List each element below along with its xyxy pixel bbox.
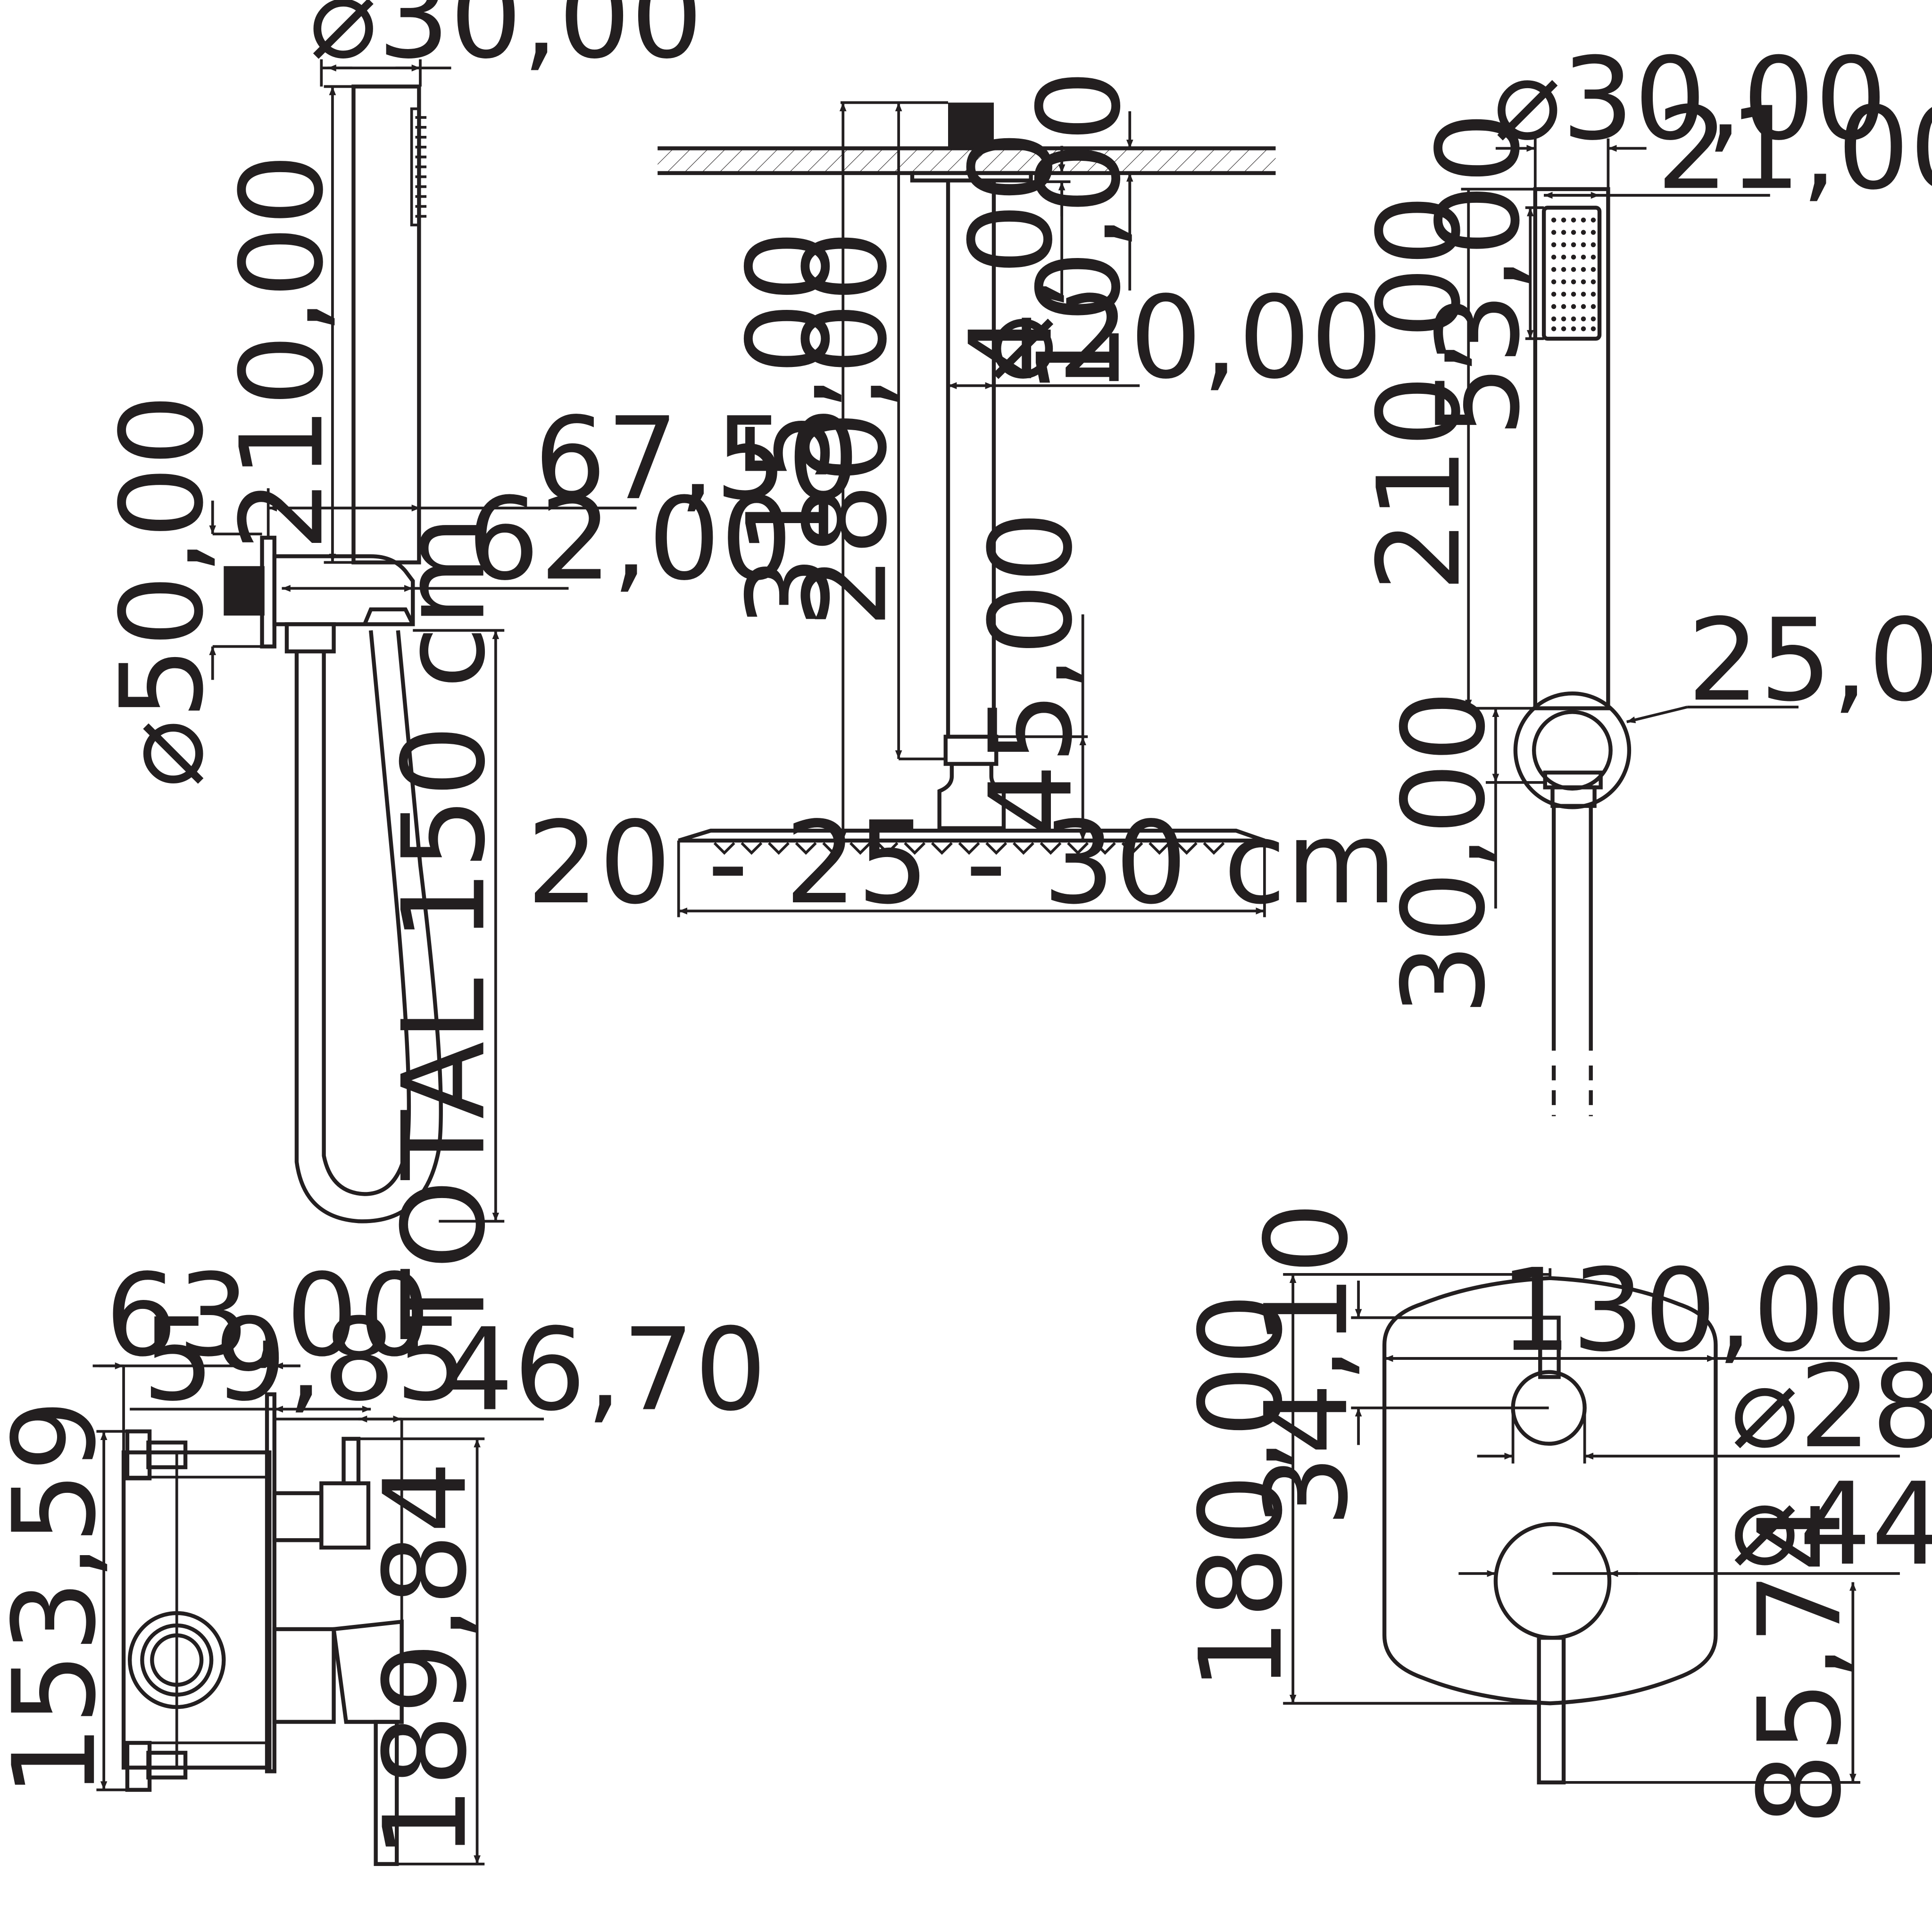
main-knob-front [1493, 1522, 1612, 1640]
mount-screw-top [125, 1429, 152, 1481]
lever-body [331, 1619, 404, 1724]
diameter-symbol-2: ⌀ [96, 719, 228, 788]
mixer-front-view: 180,00 130,00 34,10 ⌀28,00 ⌀44,50 85,74 [1175, 1202, 1932, 1825]
lever-cartridge [272, 1627, 336, 1724]
diverter-handle [341, 1437, 361, 1485]
hose-outer [294, 630, 443, 1224]
hose-nut [284, 622, 336, 654]
mixer-depth-total-label: 63,00 [105, 1249, 431, 1382]
diameter-symbol-4: ⌀ [1493, 33, 1562, 166]
ceiling-hatch [658, 148, 1276, 173]
hose-inner [322, 630, 411, 1196]
arm-connector [943, 734, 999, 766]
mount-bracket-top [146, 1441, 188, 1469]
nozzle-ticks [415, 116, 427, 218]
handshower-handle [351, 84, 421, 565]
mixer-inlet-inner [150, 1633, 204, 1687]
svg-text:⌀44,50: ⌀44,50 [1731, 1458, 1932, 1591]
head-width-label: 21,00 [1657, 82, 1932, 215]
handshower-depth-outlet-label: 62,00 [467, 473, 793, 605]
nozzle-grid [1551, 217, 1596, 332]
diameter-symbol-3: ⌀ [989, 271, 1057, 404]
head-connector-label: 45,00 [965, 511, 1097, 836]
diverter-diameter-label: 28,00 [1799, 1341, 1932, 1473]
swivel-joint [937, 764, 1006, 830]
plate-width-label: 130,00 [1499, 1244, 1898, 1377]
arm-length-label: 280,00 [779, 230, 912, 628]
ceiling-inlet [948, 102, 994, 149]
threaded-inlet [224, 566, 265, 616]
cover-plate-front [1382, 1276, 1718, 1706]
mixer-total-height-label: 189,84 [359, 1461, 491, 1859]
mixer-box [121, 1450, 272, 1770]
handshower-front-handle [1533, 187, 1610, 710]
spray-face [410, 107, 421, 226]
handshower-front-view: ⌀30,00 21,00 53,00 210,00 25,00 30,00 [1353, 33, 1932, 1116]
outlet-diameter-label: 50,00 [96, 394, 228, 719]
handshower-depth-total-label: 67,50 [534, 392, 859, 525]
handshower-length-label: 210,00 [216, 153, 348, 551]
handle-projection-label: 46,70 [441, 1303, 767, 1436]
handshower-side-diameter-label: 30,00 [377, 0, 703, 84]
svg-text:⌀20,00: ⌀20,00 [989, 271, 1382, 404]
svg-text:⌀30,00: ⌀30,00 [309, 0, 703, 84]
diameter-symbol: ⌀ [309, 0, 377, 84]
knob-diameter-label: 44,50 [1799, 1458, 1932, 1591]
flange-thickness-label: 4,00 [945, 131, 1078, 384]
svg-text:⌀30,00: ⌀30,00 [1493, 33, 1887, 166]
plate-height-label: 180,00 [1175, 1293, 1307, 1691]
ceiling-offset-label: 10,00 [1013, 70, 1146, 395]
svg-text:⌀50,00: ⌀50,00 [96, 394, 228, 788]
lever-offset-label: 85,74 [1733, 1500, 1866, 1825]
main-lever-front [1537, 1636, 1566, 1785]
spray-face-front [1541, 206, 1602, 341]
hose-length-label: TOTAL 150 cm [378, 516, 510, 1340]
lever-handle [374, 1720, 399, 1866]
mixer-inlet-mid [140, 1623, 214, 1697]
holder-height-label: 30,00 [1378, 690, 1510, 1016]
cover-plate-side [265, 1392, 276, 1774]
mixer-inlet-outer [127, 1611, 226, 1709]
head-sizes-label: 20 - 25 - 30 cm [526, 797, 1397, 929]
diverter-lever-front [1538, 1316, 1561, 1379]
diameter-symbol-5: ⌀ [1731, 1341, 1799, 1473]
mount-bracket-bottom [146, 1750, 188, 1780]
holder-diameter-label: 25,00 [1687, 594, 1932, 726]
mixer-depth-body-label: 59,85 [142, 1294, 467, 1426]
nozzle-height-label: 53,00 [1412, 112, 1545, 437]
diverter-stem [272, 1491, 324, 1542]
ceiling-flange [910, 171, 1033, 183]
hose-connector-front [1550, 785, 1597, 808]
holder-cup [363, 607, 415, 625]
total-drop-label: 315,00 [723, 230, 855, 628]
handshower-front-length-label: 210,00 [1353, 194, 1485, 592]
svg-text:⌀28,00: ⌀28,00 [1731, 1341, 1932, 1473]
handshower-front-diameter-label: 30,00 [1562, 33, 1887, 166]
mixer-body-height-label: 153,59 [0, 1399, 121, 1798]
mixer-side-view: 63,00 59,85 46,70 153,59 189,84 [0, 1249, 767, 1866]
arm-diameter-label: 20,00 [1058, 271, 1383, 404]
shower-head-nozzles [713, 842, 1225, 855]
handshower-side-view: ⌀30,00 210,00 67,50 62,00 ⌀50,00 TOTAL 1… [96, 0, 859, 1339]
overhead-shower-view: 315,00 280,00 4,00 10,00 ⌀20,00 45,00 20… [526, 70, 1397, 929]
shower-head-plate [678, 828, 1266, 843]
diverter-offset-label: 34,10 [1241, 1202, 1373, 1527]
diameter-symbol-6: ⌀ [1731, 1458, 1799, 1591]
